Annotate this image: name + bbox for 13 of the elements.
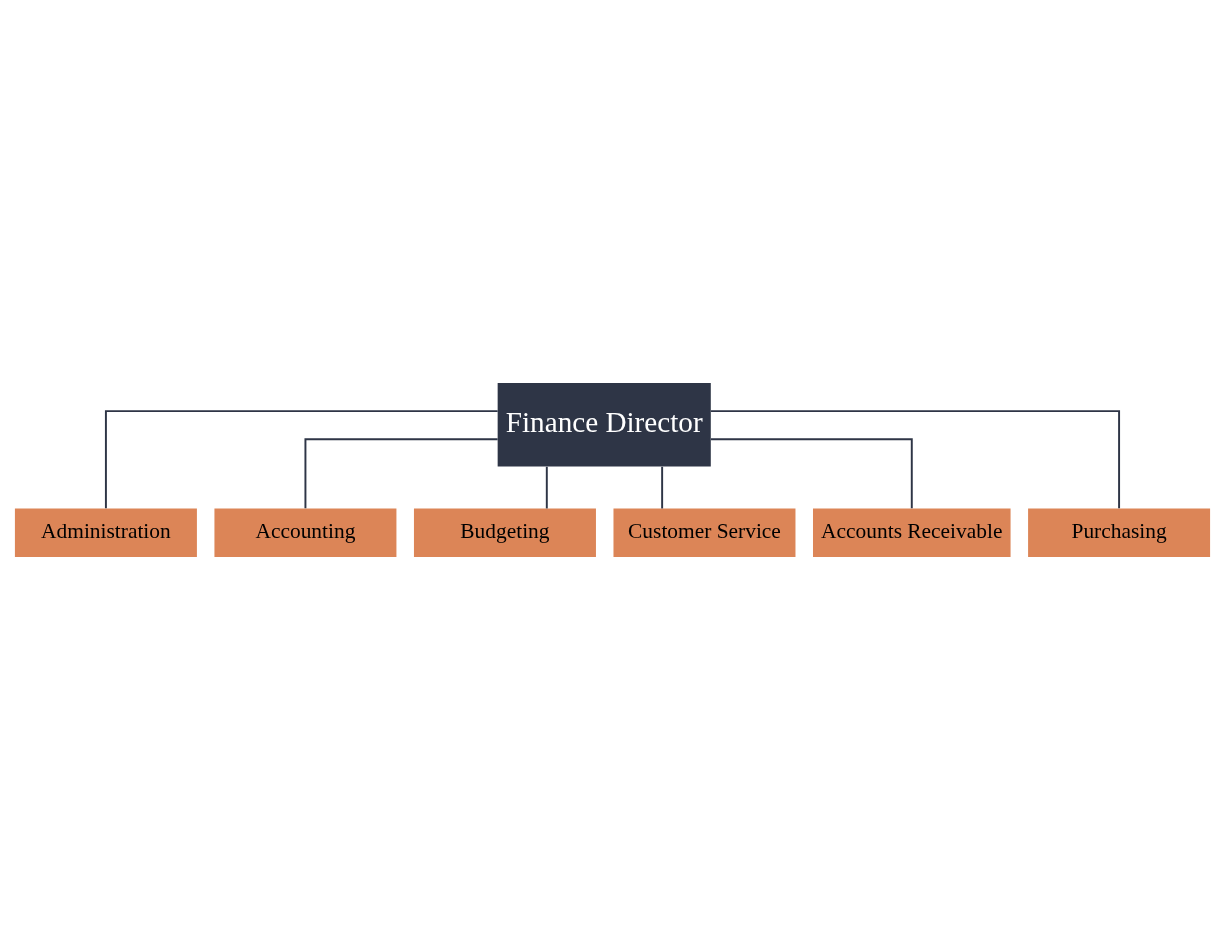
node-box: Budgeting bbox=[413, 507, 596, 557]
connector bbox=[104, 409, 499, 509]
node-box: Administration bbox=[14, 507, 197, 557]
node-box: Purchasing bbox=[1028, 507, 1211, 557]
connector bbox=[661, 465, 664, 509]
node-box: Accounts Receivable bbox=[813, 507, 1011, 557]
node-box: Customer Service bbox=[613, 507, 796, 557]
connector bbox=[709, 437, 913, 509]
connector bbox=[304, 437, 499, 509]
node-box: Finance Director bbox=[497, 382, 711, 467]
node-box: Accounting bbox=[214, 507, 397, 557]
connector bbox=[545, 465, 548, 509]
connector bbox=[709, 409, 1121, 509]
